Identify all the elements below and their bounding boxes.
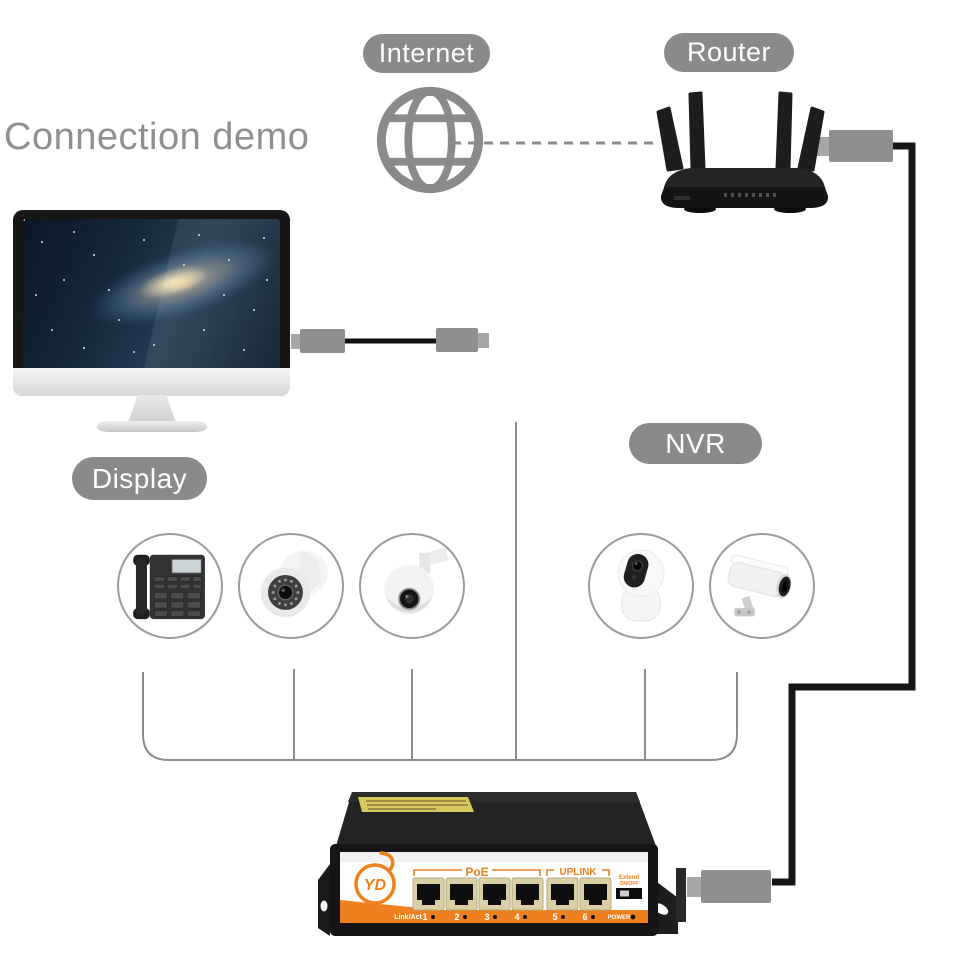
svg-text:5: 5 [552, 912, 557, 922]
pan-tilt-camera-icon [617, 549, 665, 622]
monitor-plug-left [300, 329, 345, 353]
svg-text:2: 2 [454, 912, 459, 922]
dome-camera-icon [260, 551, 328, 618]
router-switch-cable [772, 142, 916, 886]
switch-plug [701, 870, 771, 903]
brand-logo: YD [354, 851, 396, 905]
monitor-stand-neck [128, 395, 176, 423]
ip-phone-icon [133, 554, 205, 620]
link-act-label: Link/Act [394, 914, 422, 921]
switch-left-ear [318, 864, 330, 936]
power-led [630, 914, 636, 920]
display-monitor [13, 210, 290, 396]
device-circle-pan-tilt-camera [588, 533, 694, 639]
port-leds [431, 915, 595, 919]
router-device-icon [652, 86, 837, 218]
port-numbers: 1 2 3 4 5 6 [422, 912, 587, 922]
device-circle-dome-camera [238, 533, 344, 639]
switch-plug-tip [687, 877, 701, 897]
monitor-plug-left-tip [291, 334, 300, 349]
bullet-camera-icon [727, 554, 792, 617]
router-badge: Router [664, 33, 794, 72]
monitor-plug-right [436, 328, 478, 352]
monitor-stand-base [97, 421, 207, 432]
page-title: Connection demo [4, 116, 310, 158]
svg-text:4: 4 [514, 912, 519, 922]
device-circle-bullet-camera [709, 533, 815, 639]
svg-text:YD: YD [364, 877, 387, 894]
rj45-ports [412, 877, 612, 911]
svg-text:1: 1 [422, 912, 427, 922]
monitor-plug-right-tip [478, 333, 489, 348]
uplink-group-label: UPLINK [559, 867, 597, 878]
svg-text:6: 6 [582, 912, 587, 922]
poe-group-label: PoE [465, 865, 488, 879]
display-badge: Display [72, 457, 207, 500]
internet-globe-icon [366, 76, 494, 204]
monitor-chin [13, 368, 290, 396]
svg-text:3: 3 [484, 912, 489, 922]
internet-badge: Internet [363, 34, 490, 73]
device-bus-line [142, 672, 738, 761]
ptz-camera-icon [384, 547, 449, 615]
power-label: POWER [608, 915, 631, 921]
monitor-screen-wallpaper [23, 219, 280, 369]
extend-label: Extend [619, 875, 639, 881]
poe-switch: YD PoE UPLINK Extend ON/OFF Link [316, 788, 688, 940]
nvr-badge: NVR [629, 423, 762, 464]
device-circle-ip-phone [117, 533, 223, 639]
router-plug [829, 130, 893, 162]
device-circle-ptz-camera [359, 533, 465, 639]
extend-sublabel: ON/OFF [620, 881, 639, 887]
